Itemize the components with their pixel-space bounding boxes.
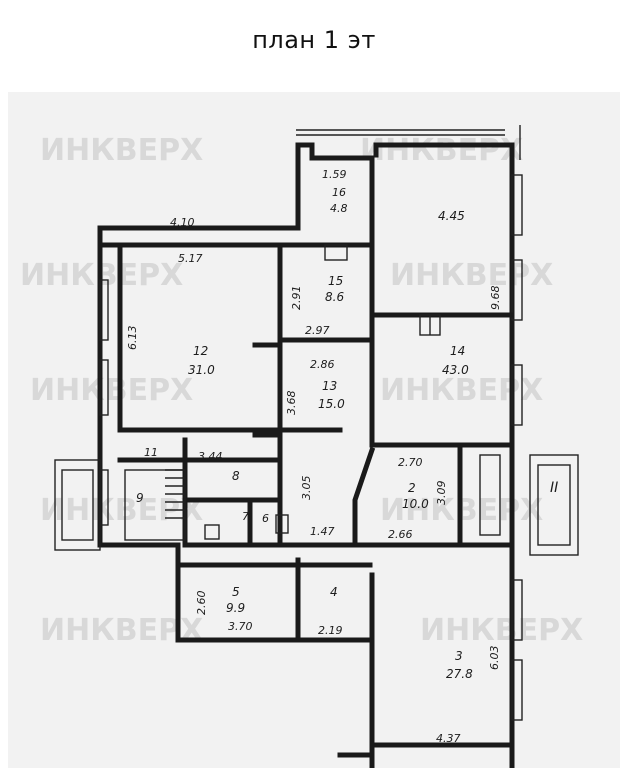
fixtures [204, 244, 501, 540]
stairs [124, 469, 186, 541]
svg-text:ИНКВЕРХ: ИНКВЕРХ [30, 373, 193, 408]
room-13-dim-side: 3.68 [285, 391, 298, 416]
windows-right [511, 174, 523, 721]
room-16-area: 4.8 [330, 202, 348, 215]
room-16-number: 16 [332, 186, 346, 199]
room-16-dim: 1.59 [322, 168, 347, 181]
room-3-area: 27.8 [446, 667, 473, 681]
room-14-dim: 4.45 [438, 209, 465, 223]
watermark: ИНКВЕРХ ИНКВЕРХ ИНКВЕРХ ИНКВЕРХ ИНКВЕРХ … [20, 133, 583, 648]
room-9-number: 9 [136, 491, 144, 505]
room-5-area: 9.9 [226, 601, 245, 615]
room-12-dim-side: 6.13 [126, 326, 139, 351]
room-7-number: 7 [242, 510, 249, 523]
room-5-dim-side: 2.60 [195, 591, 208, 616]
room-8-number: 8 [232, 469, 240, 483]
room-15-dim-bottom: 2.97 [305, 324, 330, 337]
room-12-dim-top: 5.17 [178, 252, 203, 265]
room-II-number: II [550, 480, 558, 496]
svg-text:ИНКВЕРХ: ИНКВЕРХ [40, 133, 203, 168]
room-5-number: 5 [232, 585, 240, 599]
room-14-area: 43.0 [442, 363, 469, 377]
room-labels: 1.59 16 4.8 4.45 5.17 6.13 12 31.0 2.91 … [126, 168, 558, 745]
svg-text:ИНКВЕРХ: ИНКВЕРХ [380, 373, 543, 408]
room-3-dim-bottom: 4.37 [436, 732, 461, 745]
room-2-dim-bottom: 2.66 [388, 528, 413, 541]
svg-text:ИНКВЕРХ: ИНКВЕРХ [390, 258, 553, 293]
room-4-dim: 2.19 [318, 624, 343, 637]
room-13-number: 13 [322, 379, 337, 393]
room-4-number: 4 [330, 585, 338, 599]
room-3-number: 3 [455, 649, 463, 663]
room-6-number: 6 [262, 512, 269, 525]
room-11-number: 11 [144, 446, 158, 459]
room-3-dim-side: 6.03 [488, 646, 501, 671]
top-wall-dim: 4.10 [170, 216, 195, 229]
room-14-dim-side: 9.68 [489, 286, 502, 311]
windows-left [99, 279, 109, 526]
room-15-area: 8.6 [325, 290, 344, 304]
room-2-number: 2 [408, 481, 416, 495]
room-12-number: 12 [193, 344, 208, 358]
plan-title: план 1 эт [252, 26, 376, 54]
svg-text:ИНКВЕРХ: ИНКВЕРХ [420, 613, 583, 648]
room-12-area: 31.0 [188, 363, 215, 377]
room-5-dim-bottom: 3.70 [228, 620, 253, 633]
room-2-area: 10.0 [402, 497, 429, 511]
top-strip [296, 125, 521, 160]
room-13-area: 15.0 [318, 397, 345, 411]
room-14-number: 14 [450, 344, 465, 358]
room-2-dim-top: 2.70 [398, 456, 423, 469]
room-2-dim-side: 3.09 [435, 481, 448, 506]
room-13-dim-top: 2.86 [310, 358, 335, 371]
corridor-dim-w: 1.47 [310, 525, 335, 538]
svg-text:ИНКВЕРХ: ИНКВЕРХ [360, 133, 523, 168]
room-15-number: 15 [328, 274, 343, 288]
room-15-dim-side: 2.91 [290, 286, 303, 311]
corridor-dim-h: 3.05 [300, 476, 313, 501]
room-11-dim: 3.44 [198, 450, 223, 463]
interior-walls [117, 242, 515, 548]
